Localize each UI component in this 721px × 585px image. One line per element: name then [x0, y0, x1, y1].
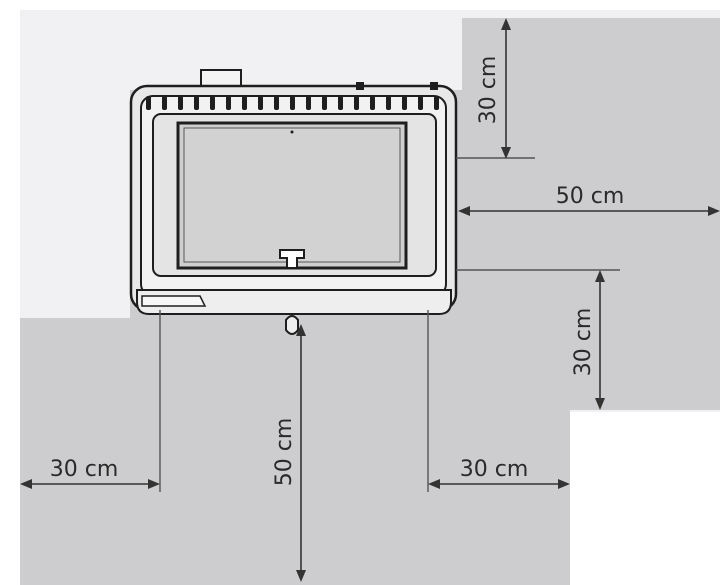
- glass-inner: [183, 127, 401, 263]
- label-right-lower: 30 cm: [571, 308, 596, 377]
- label-top-right: 30 cm: [476, 56, 501, 125]
- knob-right: [430, 82, 438, 90]
- ash-drawer: [141, 295, 207, 307]
- white-corner: [570, 412, 721, 585]
- knob-left: [356, 82, 364, 90]
- label-left-bottom: 30 cm: [50, 457, 119, 482]
- dimension-top-right: 30 cm: [476, 18, 511, 159]
- dimension-front: 50 cm: [272, 324, 306, 582]
- label-right: 50 cm: [556, 184, 625, 209]
- dimension-right-bottom: 30 cm: [428, 457, 570, 489]
- door-handle: [279, 249, 305, 269]
- dimension-left-bottom: 30 cm: [20, 457, 160, 489]
- dimension-right: 50 cm: [458, 184, 720, 216]
- label-front: 50 cm: [272, 418, 297, 487]
- vent-slots: [146, 96, 439, 110]
- dimension-right-lower: 30 cm: [571, 270, 605, 410]
- stove-plinth: [136, 289, 452, 315]
- label-right-bottom: 30 cm: [460, 457, 529, 482]
- stove-top-view: [129, 69, 458, 335]
- air-control: [285, 315, 299, 335]
